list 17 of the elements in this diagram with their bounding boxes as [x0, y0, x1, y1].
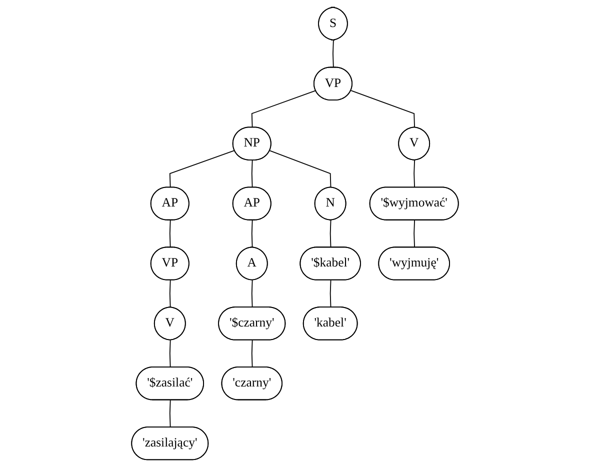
connector [251, 340, 253, 368]
connector [350, 90, 415, 128]
connector [332, 40, 334, 68]
connector [169, 340, 171, 368]
connector [169, 220, 171, 248]
connector [251, 160, 253, 188]
connector [251, 90, 316, 128]
connector [169, 400, 171, 428]
connector [251, 220, 253, 248]
connector [169, 280, 171, 308]
connector [251, 280, 253, 308]
connector [414, 160, 415, 188]
connector [414, 220, 415, 248]
connector [269, 150, 332, 188]
connector [330, 220, 332, 248]
connector [330, 280, 332, 308]
connector [169, 150, 236, 188]
